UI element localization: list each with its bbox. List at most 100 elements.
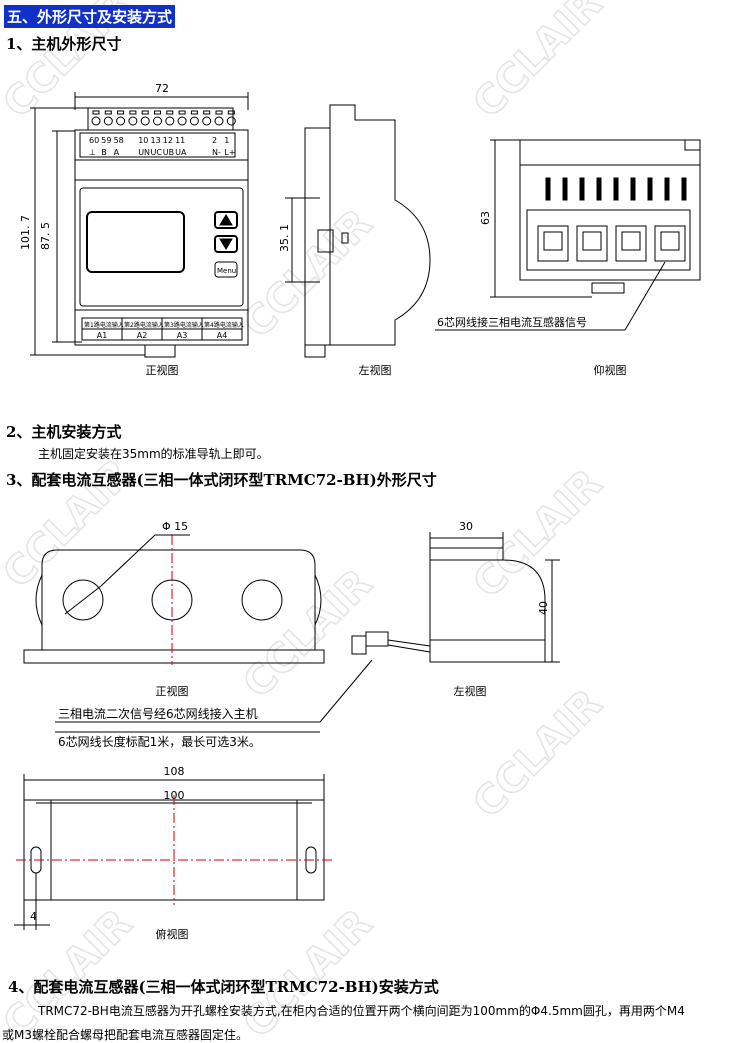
svg-text:三相电流二次信号经6芯网线接入主机: 三相电流二次信号经6芯网线接入主机 — [58, 706, 258, 721]
vent-slot — [681, 177, 687, 201]
section-title: 五、外形尺寸及安装方式 — [4, 5, 176, 28]
rj-jack-icon — [576, 225, 608, 262]
vent-slot — [596, 177, 602, 201]
ct-installation-text-1: TRMC72-BH电流互感器为开孔螺栓安装方式,在柜内合适的位置开两个横向间距为… — [38, 1004, 685, 1018]
vent-slot — [664, 177, 670, 201]
input-channel-id: A2 — [137, 331, 148, 340]
ct-front-view: Φ 15 正视图 — [23, 520, 325, 698]
input-channel-id: A4 — [217, 331, 228, 340]
heading-ct-installation: 4、配套电流互感器(三相一体式闭环型TRMC72-BH)安装方式 — [8, 978, 439, 996]
host-bottom-view: 63 6芯网线接三相电流互感器信号 仰视图 — [435, 139, 701, 377]
terminal-number: 10 — [138, 136, 148, 145]
terminal-label: A — [114, 148, 120, 157]
jack-opening — [660, 231, 680, 251]
terminal-number: 13 — [151, 136, 161, 145]
heading-host-installation: 2、主机安装方式 — [6, 423, 122, 441]
host-installation-text: 主机固定安装在35mm的标准导轨上即可。 — [38, 447, 269, 461]
host-front-view: 72 Menu 101. 7 87. 5 正视图 — [19, 82, 249, 377]
screw-icon — [153, 116, 162, 126]
svg-text:63: 63 — [479, 211, 492, 225]
terminal-slot — [178, 110, 186, 115]
svg-text:仰视图: 仰视图 — [594, 363, 627, 377]
terminal-slot — [227, 110, 235, 115]
svg-text:左视图: 左视图 — [454, 684, 487, 698]
input-channel-label: 第1路电流输入 — [84, 321, 124, 329]
terminal-slot — [117, 110, 125, 115]
svg-text:CCLAIR: CCLAIR — [465, 461, 611, 607]
screw-icon — [91, 116, 101, 126]
screw-icon — [214, 116, 224, 126]
screw-icon — [177, 116, 187, 126]
vent-slot — [630, 177, 636, 201]
screw-icon — [202, 116, 212, 126]
ct-top-view: 108 100 4 俯视图 — [14, 765, 332, 941]
terminal-label: UA — [175, 148, 187, 157]
terminal-slot — [203, 110, 211, 115]
terminal-slot — [215, 110, 223, 115]
svg-text:87. 5: 87. 5 — [39, 222, 52, 250]
svg-text:CCLAIR: CCLAIR — [235, 561, 381, 707]
terminal-slot — [154, 110, 161, 115]
ct-installation-text-2: 或M3螺栓配合螺母把配套电流互感器固定住。 — [2, 1028, 248, 1042]
svg-text:40: 40 — [537, 601, 550, 615]
svg-text:CCLAIR: CCLAIR — [0, 901, 141, 1043]
vent-slot — [562, 177, 568, 201]
svg-text:30: 30 — [459, 520, 473, 533]
vent-slot — [545, 177, 551, 201]
terminal-label: L+ — [224, 148, 235, 157]
svg-text:左视图: 左视图 — [359, 363, 392, 377]
terminal-number: 60 — [89, 136, 99, 145]
terminal-slot — [92, 110, 100, 115]
terminal-label: UB — [163, 148, 174, 157]
screw-icon — [128, 116, 138, 126]
terminal-label: ⊥ — [89, 148, 96, 157]
terminal-slot — [190, 110, 198, 115]
terminal-number: 1 — [224, 136, 229, 145]
svg-text:6芯网线长度标配1米，最长可选3米。: 6芯网线长度标配1米，最长可选3米。 — [58, 734, 261, 749]
ct-side-view: 30 40 左视图 三相电流二次信号经6芯网线接入主机 6芯网线长度标配1米，最… — [55, 520, 560, 749]
svg-text:CCLAIR: CCLAIR — [235, 201, 381, 347]
jack-opening — [543, 231, 563, 251]
screw-icon — [226, 116, 236, 126]
jack-opening — [582, 231, 602, 251]
svg-text:4: 4 — [30, 910, 37, 923]
input-channel-id: A1 — [97, 331, 108, 340]
terminal-label: B — [101, 148, 107, 157]
heading-host-dimensions: 1、主机外形尺寸 — [6, 35, 122, 53]
screw-icon — [189, 116, 199, 126]
terminal-slot — [141, 110, 149, 115]
jack-opening — [621, 231, 641, 251]
terminal-label: N- — [212, 148, 221, 157]
input-channel-label: 第2路电流输入 — [124, 321, 164, 329]
svg-text:Φ 15: Φ 15 — [162, 520, 188, 533]
heading-ct-dimensions: 3、配套电流互感器(三相一体式闭环型TRMC72-BH)外形尺寸 — [6, 471, 437, 489]
svg-text:正视图: 正视图 — [156, 684, 189, 698]
svg-text:CCLAIR: CCLAIR — [465, 681, 611, 827]
screw-icon — [165, 116, 175, 126]
vent-slot — [613, 177, 619, 201]
svg-text:正视图: 正视图 — [146, 363, 179, 377]
svg-text:108: 108 — [164, 765, 185, 778]
screw-icon — [140, 116, 150, 126]
svg-text:35. 1: 35. 1 — [278, 224, 291, 252]
vent-slot — [579, 177, 585, 201]
svg-text:CCLAIR: CCLAIR — [235, 901, 381, 1043]
terminal-number: 58 — [114, 136, 124, 145]
terminal-number: 2 — [212, 136, 217, 145]
screw-icon — [116, 116, 126, 126]
terminal-number: 12 — [163, 136, 173, 145]
terminal-label: UN — [138, 148, 150, 157]
terminal-number: 11 — [175, 136, 185, 145]
terminal-label: UC — [151, 148, 163, 157]
svg-text:72: 72 — [155, 82, 169, 95]
input-channel-id: A3 — [177, 331, 188, 340]
svg-text:6芯网线接三相电流互感器信号: 6芯网线接三相电流互感器信号 — [437, 315, 587, 329]
svg-text:101. 7: 101. 7 — [19, 215, 32, 250]
rj-jack-icon — [615, 225, 647, 262]
vent-slot — [647, 177, 653, 201]
terminal-number: 59 — [101, 136, 111, 145]
terminal-slot — [166, 110, 174, 115]
host-left-view: 35. 1 左视图 — [278, 104, 431, 377]
terminal-slot — [104, 110, 112, 115]
